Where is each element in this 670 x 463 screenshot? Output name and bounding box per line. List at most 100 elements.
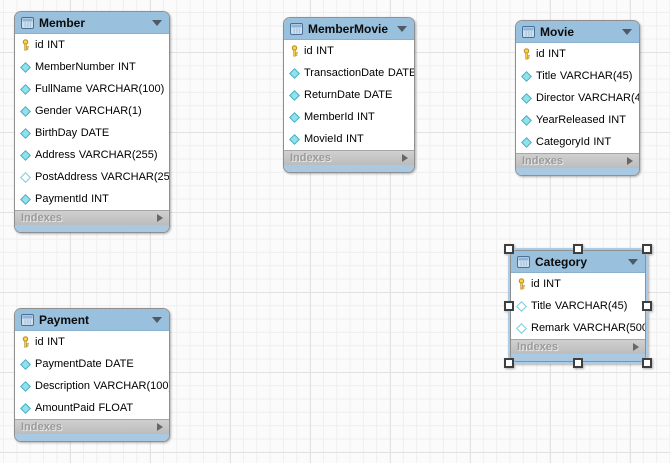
table-footer-indexes[interactable]: Indexes: [511, 339, 645, 354]
column-type: VARCHAR(100): [93, 380, 170, 392]
table-box: Payment: [14, 308, 170, 442]
primary-key-icon: [521, 48, 532, 60]
column-name: Address: [35, 149, 76, 161]
collapse-arrow-icon[interactable]: [628, 258, 638, 265]
table-row[interactable]: FullName VARCHAR(100): [15, 78, 169, 100]
column-name: PaymentId: [35, 193, 88, 205]
table-footer-label: Indexes: [21, 212, 62, 224]
column-name: FullName: [35, 83, 83, 95]
column-name: id: [531, 278, 540, 290]
table-row[interactable]: PostAddress VARCHAR(255): [15, 166, 169, 188]
table-row[interactable]: MovieId INT: [284, 128, 414, 150]
table-bottom-bar: [511, 354, 645, 361]
selection-handle[interactable]: [642, 244, 652, 254]
table-header[interactable]: Payment: [15, 309, 169, 331]
column-type: INT: [316, 45, 334, 57]
selection-handle[interactable]: [642, 301, 652, 311]
diamond-hollow-icon: [19, 171, 32, 183]
table-row[interactable]: PaymentDate DATE: [15, 353, 169, 375]
table-row[interactable]: id INT: [15, 331, 169, 353]
table-node[interactable]: Member: [14, 11, 170, 233]
diamond-hollow-icon: [515, 322, 528, 334]
column-name: MemberId: [304, 111, 354, 123]
table-row[interactable]: Gender VARCHAR(1): [15, 100, 169, 122]
selection-handle[interactable]: [573, 244, 583, 254]
collapse-arrow-icon[interactable]: [152, 316, 162, 323]
table-header[interactable]: Movie: [516, 21, 639, 43]
table-row[interactable]: CategoryId INT: [516, 131, 639, 153]
table-row[interactable]: id INT: [511, 273, 645, 295]
table-node[interactable]: Movie: [515, 20, 640, 176]
table-row[interactable]: id INT: [284, 40, 414, 62]
column-name: YearReleased: [536, 114, 605, 126]
diamond-filled-icon: [521, 114, 532, 126]
table-header[interactable]: MemberMovie: [284, 18, 414, 40]
collapse-arrow-icon[interactable]: [622, 28, 632, 35]
column-type: VARCHAR(100): [85, 83, 165, 95]
column-name: Remark: [531, 322, 570, 334]
table-title: Member: [39, 15, 86, 30]
table-row[interactable]: PaymentId INT: [15, 188, 169, 210]
expand-arrow-icon: [627, 157, 633, 165]
selection-handle[interactable]: [504, 358, 514, 368]
table-footer-indexes[interactable]: Indexes: [15, 210, 169, 225]
table-row[interactable]: BirthDay DATE: [15, 122, 169, 144]
table-row[interactable]: YearReleased INT: [516, 109, 639, 131]
column-name: Title: [536, 70, 557, 82]
table-row[interactable]: MemberId INT: [284, 106, 414, 128]
table-row[interactable]: Title VARCHAR(45): [516, 65, 639, 87]
diamond-filled-icon: [20, 380, 31, 392]
selection-handle[interactable]: [504, 244, 514, 254]
table-row[interactable]: Title VARCHAR(45): [511, 295, 645, 317]
table-row[interactable]: Address VARCHAR(255): [15, 144, 169, 166]
diamond-hollow-icon: [515, 300, 528, 312]
diamond-filled-icon: [289, 89, 300, 101]
table-row[interactable]: Remark VARCHAR(500): [511, 317, 645, 339]
table-icon: [522, 25, 535, 38]
table-row[interactable]: Description VARCHAR(100): [15, 375, 169, 397]
table-node[interactable]: Category: [504, 244, 652, 368]
table-row[interactable]: ReturnDate DATE: [284, 84, 414, 106]
column-type: DATE: [105, 358, 134, 370]
column-type: INT: [608, 114, 626, 126]
column-name: id: [536, 48, 545, 60]
selection-handle[interactable]: [573, 358, 583, 368]
column-type: INT: [47, 336, 65, 348]
column-type: INT: [117, 61, 136, 73]
table-node[interactable]: MemberMovie: [283, 17, 415, 173]
table-row[interactable]: Director VARCHAR(45): [516, 87, 639, 109]
table-footer-indexes[interactable]: Indexes: [516, 153, 639, 168]
table-title: Movie: [540, 24, 575, 39]
table-footer-indexes[interactable]: Indexes: [15, 419, 169, 434]
collapse-arrow-icon[interactable]: [397, 25, 407, 32]
table-footer-indexes[interactable]: Indexes: [284, 150, 414, 165]
table-columns: id INT: [15, 34, 169, 210]
table-columns: id INT: [284, 40, 414, 150]
diamond-filled-icon: [20, 83, 31, 95]
diamond-filled-icon: [289, 67, 300, 79]
column-name: BirthDay: [35, 127, 78, 139]
column-name: id: [35, 39, 44, 51]
table-row[interactable]: AmountPaid FLOAT: [15, 397, 169, 419]
column-name: Description: [35, 380, 91, 392]
expand-arrow-icon: [157, 214, 163, 222]
table-row[interactable]: MemberNumber INT: [15, 56, 169, 78]
table-header[interactable]: Category: [511, 251, 645, 273]
collapse-arrow-icon[interactable]: [152, 19, 162, 26]
table-row[interactable]: TransactionDate DATE: [284, 62, 414, 84]
table-node[interactable]: Payment: [14, 308, 170, 442]
column-name: PaymentDate: [35, 358, 102, 370]
table-box: Member: [14, 11, 170, 233]
diamond-filled-icon: [20, 358, 31, 370]
table-row[interactable]: id INT: [15, 34, 169, 56]
primary-key-icon: [20, 336, 31, 348]
table-header[interactable]: Member: [15, 12, 169, 34]
table-bottom-bar: [15, 225, 169, 232]
selection-handle[interactable]: [642, 358, 652, 368]
column-name: Title: [531, 300, 552, 312]
column-type: FLOAT: [98, 402, 134, 414]
primary-key-icon: [289, 45, 300, 57]
selection-handle[interactable]: [504, 301, 514, 311]
table-row[interactable]: id INT: [516, 43, 639, 65]
